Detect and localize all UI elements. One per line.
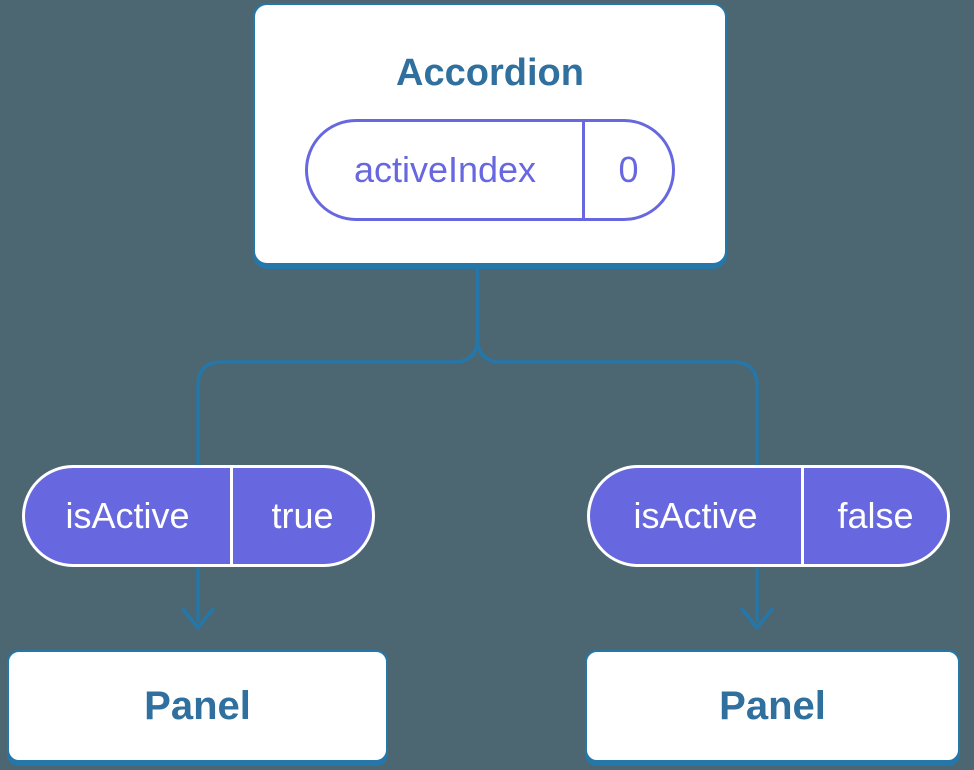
prop-pill-value: true	[271, 495, 334, 536]
prop-pill-isactive-true: isActive true	[22, 465, 375, 567]
connector-branch-right	[475, 336, 759, 622]
state-pill-value: 0	[618, 149, 639, 190]
state-pill-divider	[582, 122, 585, 218]
panel-title: Panel	[144, 684, 251, 728]
prop-pill-value: false	[837, 495, 914, 536]
arrowhead-down-right-icon	[740, 607, 774, 630]
state-pill-activeindex: activeIndex 0	[305, 119, 675, 221]
prop-pill-label: isActive	[65, 495, 190, 536]
prop-pill-divider	[801, 468, 804, 564]
connector-branch-left	[196, 264, 480, 622]
prop-pill-label: isActive	[633, 495, 758, 536]
prop-pill-isactive-false: isActive false	[587, 465, 950, 567]
arrowhead-down-left-icon	[181, 607, 215, 630]
accordion-component-box: Accordion activeIndex 0	[253, 3, 727, 265]
panel-component-box-right: Panel	[585, 650, 960, 762]
panel-title: Panel	[719, 684, 826, 728]
accordion-title: Accordion	[396, 52, 584, 94]
panel-component-box-left: Panel	[7, 650, 388, 762]
prop-pill-divider	[230, 468, 233, 564]
state-pill-label: activeIndex	[353, 149, 537, 190]
